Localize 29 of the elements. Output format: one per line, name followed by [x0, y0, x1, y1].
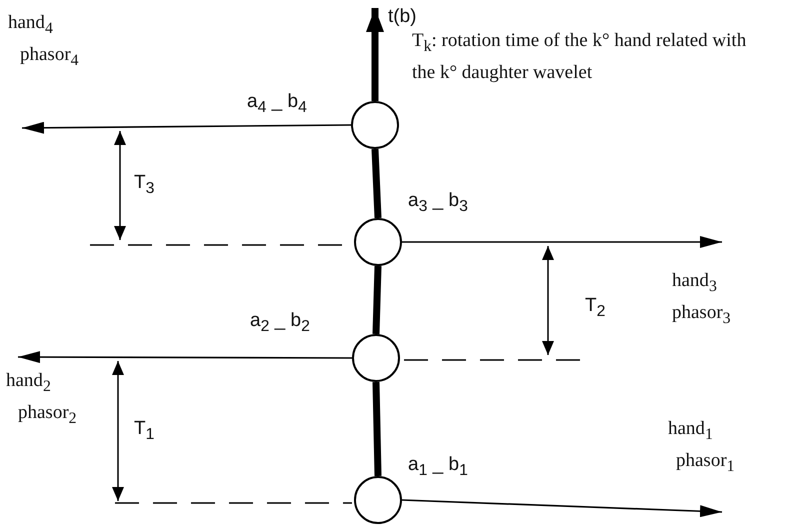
node-text: hand$_{3}$ [672, 269, 718, 297]
dimension-label: T$_{2}$ [585, 295, 606, 321]
node-text: phasor$_{4}$ [19, 42, 79, 71]
note-text: T$_{k}$: rotation time of the k° hand related with the k° daughter wavelet [412, 29, 748, 85]
arrow [22, 122, 351, 134]
dimension-label: T$_{3}$ [134, 172, 154, 198]
dimension-label: T$_{1}$ [134, 418, 154, 444]
circle-node [352, 334, 400, 382]
arrow [366, 8, 384, 101]
arrow [402, 236, 722, 248]
circle-node [351, 101, 399, 149]
node-text: hand$_{2}$ [6, 369, 52, 397]
node-label: a$_{2}$ _ b$_{2}$ [250, 310, 310, 336]
node-text: hand$_{1}$ [668, 417, 714, 445]
connector-line [372, 148, 382, 218]
node-label: a$_{4}$ _ b$_{4}$ [247, 91, 307, 117]
arrow [402, 499, 722, 518]
node-text: phasor$_{3}$ [672, 300, 731, 329]
circle-node [354, 476, 402, 524]
axis-label: t(b) [388, 4, 416, 30]
node-label: a$_{1}$ _ b$_{1}$ [408, 454, 468, 480]
node-text: phasor$_{1}$ [675, 448, 735, 477]
node-text: phasor$_{2}$ [17, 400, 77, 429]
node-label: a$_{3}$ _ b$_{3}$ [408, 190, 468, 216]
connector-line [372, 266, 382, 334]
circle-node [354, 218, 402, 266]
node-text: hand$_{4}$ [8, 11, 54, 39]
arrow [18, 351, 352, 364]
connector-line [372, 382, 382, 476]
